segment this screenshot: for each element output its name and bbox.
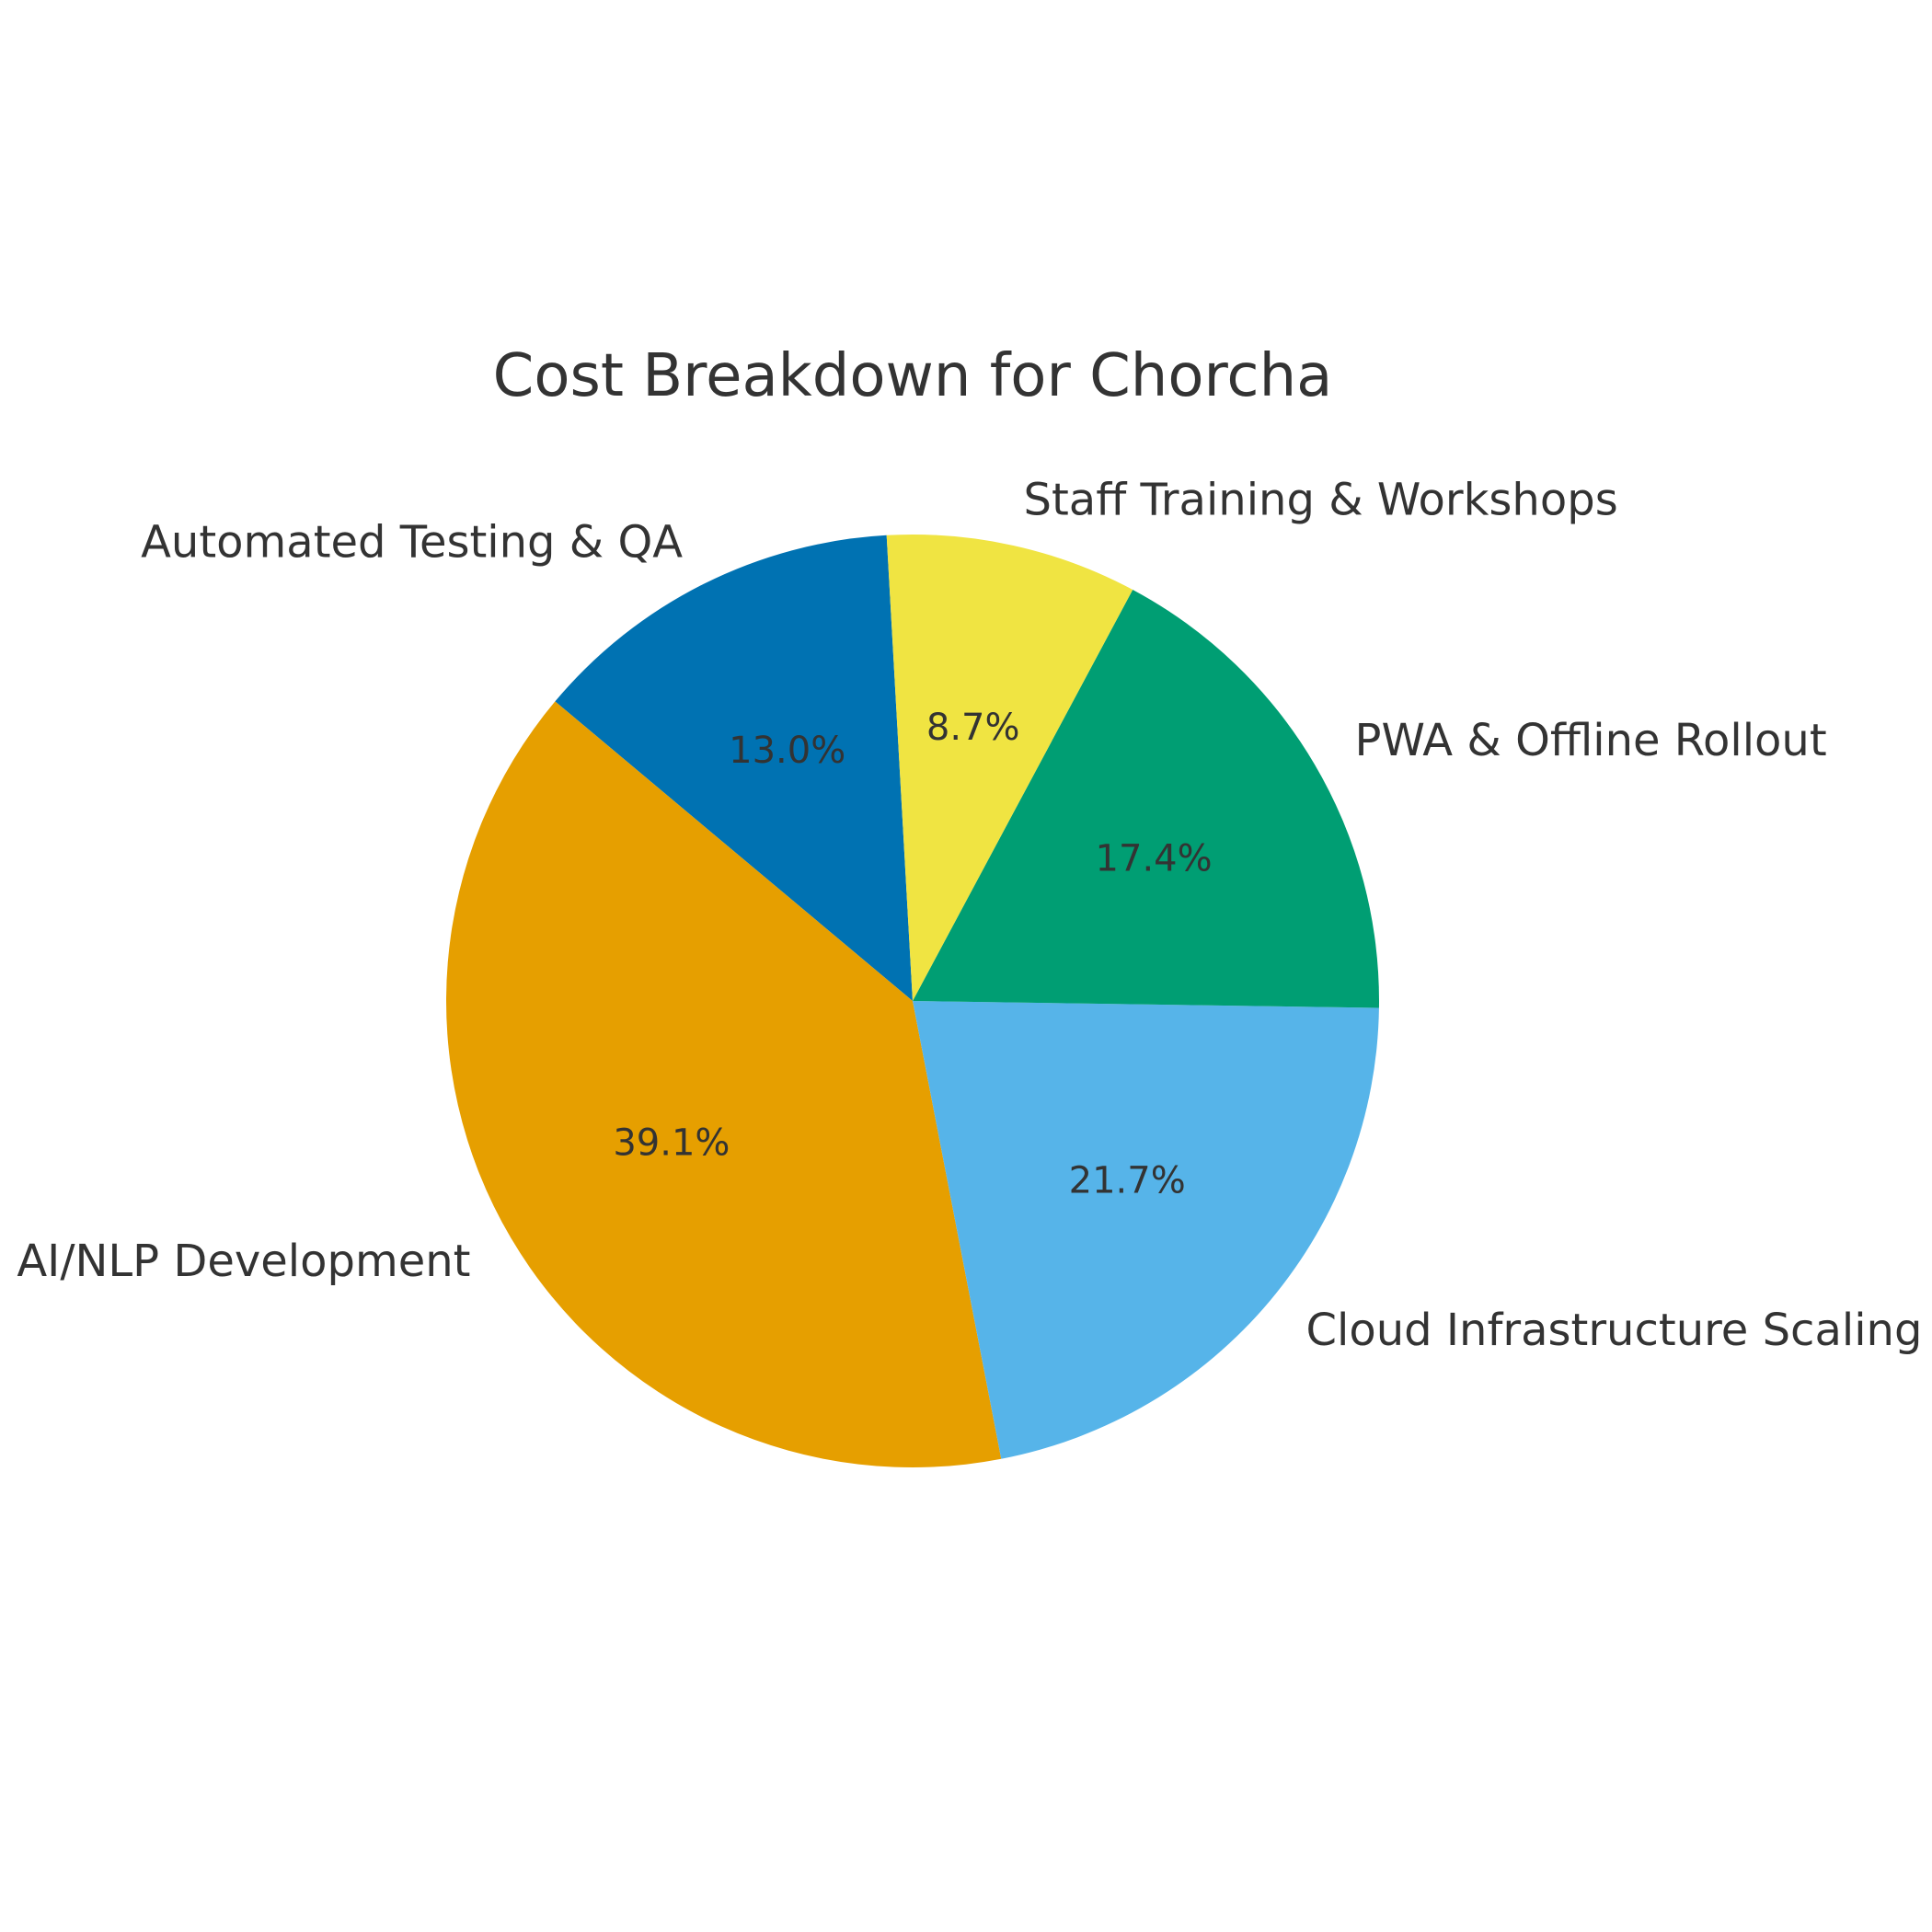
slice-percent-ai-nlp-development: 39.1% [613, 1121, 730, 1164]
pie-slice-automated-testing-qa [555, 535, 913, 1001]
slice-label-cloud-infrastructure-scaling: Cloud Infrastructure Scaling [1306, 1305, 1923, 1356]
slice-percent-cloud-infrastructure-scaling: 21.7% [1069, 1159, 1186, 1202]
pie-slice-pwa-offline-rollout [913, 589, 1379, 1008]
slice-percent-staff-training-workshops: 8.7% [926, 707, 1020, 749]
slice-label-staff-training-workshops: Staff Training & Workshops [1024, 475, 1618, 526]
pie-slice-staff-training-workshops [886, 535, 1133, 1001]
pie-slices [445, 535, 1379, 1467]
slice-percent-pwa-offline-rollout: 17.4% [1096, 838, 1213, 880]
pie-slice-cloud-infrastructure-scaling [913, 1001, 1379, 1459]
slice-label-pwa-offline-rollout: PWA & Offline Rollout [1355, 715, 1827, 766]
slice-label-ai-nlp-development: AI/NLP Development [17, 1236, 470, 1287]
slice-label-automated-testing-qa: Automated Testing & QA [141, 516, 683, 568]
pie-slice-ai-nlp-development [445, 701, 1002, 1467]
slice-percent-automated-testing-qa: 13.0% [729, 730, 845, 772]
pie-labels: Automated Testing & QA 13.0% AI/NLP Develo… [17, 475, 1922, 1357]
chart-title: Cost Breakdown for Chorcha [493, 342, 1333, 410]
